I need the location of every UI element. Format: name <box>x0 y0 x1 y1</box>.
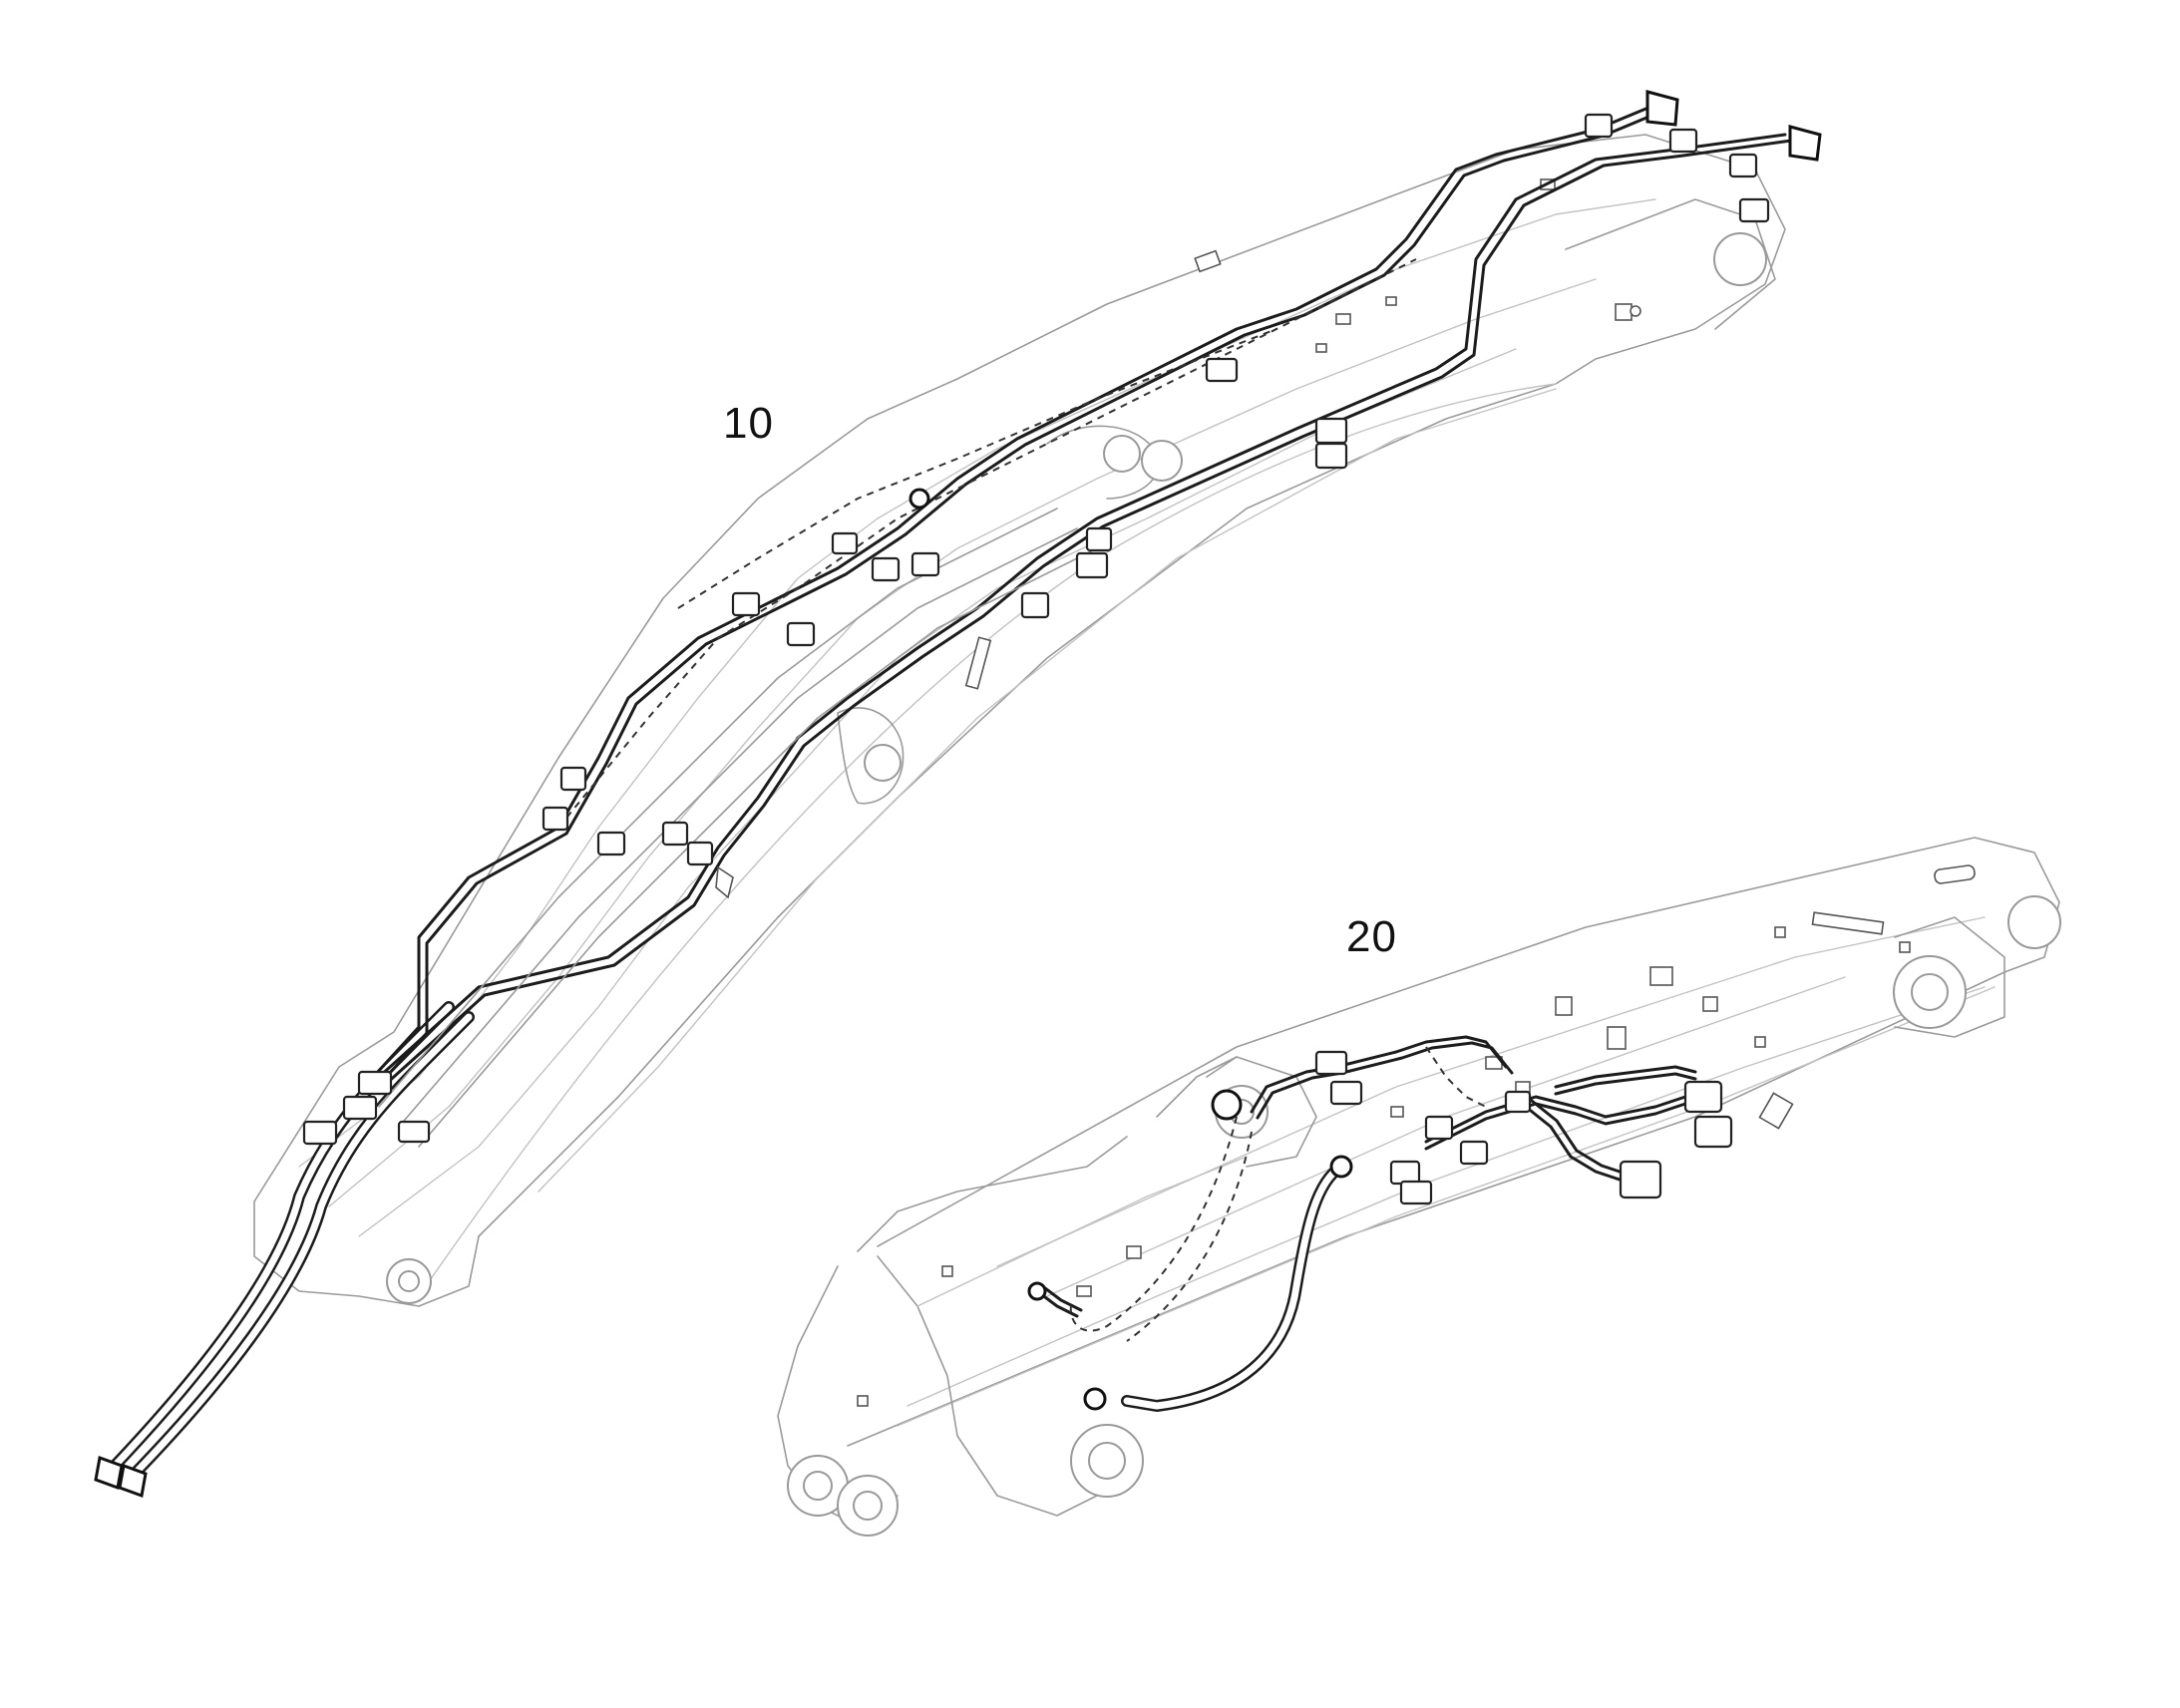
clamp <box>1314 442 1348 470</box>
item-number-boom: 10 <box>723 399 774 448</box>
clamp <box>1085 526 1113 552</box>
boom-assembly <box>94 90 1822 1499</box>
clamp <box>1020 591 1050 619</box>
clamp <box>661 821 689 847</box>
clamp <box>357 1070 393 1096</box>
arm-assembly <box>777 837 2061 1537</box>
clamp <box>871 556 901 582</box>
clamp <box>1693 1115 1733 1149</box>
clamp <box>1399 1180 1433 1205</box>
boom-structure <box>253 134 1786 1307</box>
hose-end-fitting <box>1027 1281 1047 1301</box>
clamp <box>1738 197 1770 223</box>
clamp <box>1584 113 1614 139</box>
hose-end-fitting <box>1329 1155 1353 1179</box>
clamp <box>342 1095 378 1121</box>
clamp <box>542 806 569 832</box>
clamp <box>559 766 587 792</box>
boom-clamps <box>302 113 1770 1146</box>
clamp <box>1075 551 1109 579</box>
clamp <box>1504 1090 1532 1114</box>
clamp <box>731 591 761 617</box>
clamp <box>910 551 940 577</box>
clamp <box>831 531 859 555</box>
arm-clamps <box>1027 1050 1733 1411</box>
clamp <box>397 1120 431 1144</box>
clamp <box>302 1120 338 1146</box>
boom-hidden-lines <box>557 258 1417 829</box>
arm-structure <box>777 837 2061 1537</box>
hose-end-fitting <box>94 1455 124 1491</box>
hose-end-fitting <box>908 488 930 510</box>
clamp <box>1205 357 1239 383</box>
clamp <box>1314 417 1348 445</box>
arm-hose-lines <box>1035 1035 1697 1412</box>
hose-end-fitting <box>1083 1387 1107 1411</box>
clamp <box>786 621 816 647</box>
hose-end-fitting <box>1211 1089 1243 1121</box>
hose-end-fitting <box>118 1463 148 1499</box>
hose-end-fitting <box>1645 90 1679 127</box>
clamp <box>1314 1050 1348 1076</box>
clamp <box>1683 1080 1723 1114</box>
clamp <box>1668 128 1698 154</box>
arm-hidden-lines <box>1069 1046 1487 1342</box>
boom-fittings <box>94 90 1822 1499</box>
clamp <box>686 841 714 866</box>
clamp <box>1459 1140 1489 1166</box>
item-number-arm: 20 <box>1346 912 1397 961</box>
clamp <box>1728 153 1758 178</box>
clamp <box>1619 1160 1662 1199</box>
clamp <box>596 831 626 856</box>
hose-end-fitting <box>1788 125 1822 162</box>
clamp <box>1329 1080 1363 1106</box>
clamp <box>1424 1115 1454 1141</box>
clamp <box>1389 1160 1421 1186</box>
